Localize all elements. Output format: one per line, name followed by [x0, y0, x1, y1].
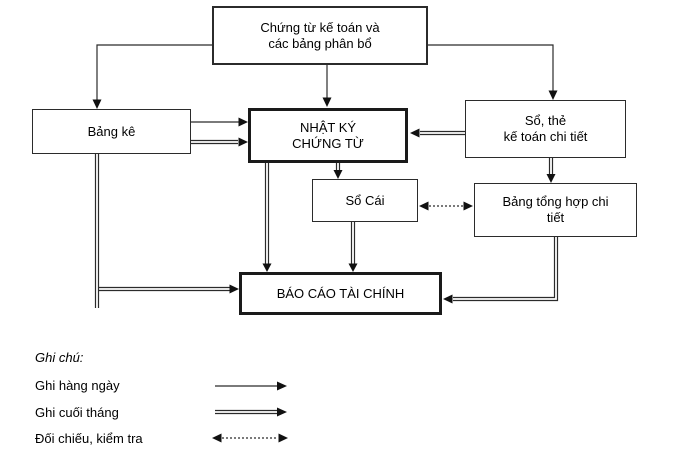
- edge-socai-baocao-monthly: [348, 222, 358, 272]
- node-bao-cao-tai-chinh: BÁO CÁO TÀI CHÍNH: [239, 272, 442, 315]
- edge-chungtu-bangke-daily: [92, 44, 212, 109]
- legend-item-daily: Ghi hàng ngày: [35, 378, 120, 393]
- node-bang-ke: Bảng kê: [32, 109, 191, 154]
- legend-arrow-daily: [215, 381, 287, 391]
- edge-bangke-nhatky-daily: [191, 117, 248, 127]
- edge-chungtu-nhatky-daily: [322, 65, 332, 107]
- edge-bangtonghop-baocao-monthly: [443, 237, 559, 304]
- node-nhat-ky-label: NHẬT KÝ CHỨNG TỪ: [292, 119, 364, 151]
- legend-item-monthly: Ghi cuối tháng: [35, 405, 119, 420]
- node-bang-tong-hop-chi-tiet: Bảng tổng hợp chi tiết: [474, 183, 637, 237]
- edge-chungtu-sothe-daily: [428, 44, 558, 100]
- node-bang-ke-label: Bảng kê: [87, 123, 136, 139]
- node-so-cai-label: Sổ Cái: [345, 192, 385, 208]
- legend-arrow-check: [212, 433, 288, 443]
- node-nhat-ky-chung-tu: NHẬT KÝ CHỨNG TỪ: [248, 108, 408, 163]
- node-chung-tu-label: Chứng từ kế toán và các bảng phân bổ: [260, 19, 380, 51]
- edge-socai-bangtonghop-check: [419, 201, 473, 211]
- edge-bangke-baocao-monthly: [94, 154, 239, 308]
- node-so-the-ke-toan-chi-tiet: Sổ, thẻ kế toán chi tiết: [465, 100, 626, 158]
- legend-title: Ghi chú:: [35, 350, 84, 365]
- node-bang-tong-hop-label: Bảng tổng hợp chi tiết: [502, 194, 609, 225]
- node-bao-cao-label: BÁO CÁO TÀI CHÍNH: [276, 285, 405, 301]
- edge-sothe-bangtonghop-monthly: [546, 158, 556, 183]
- edge-nhatky-socai-monthly: [333, 163, 343, 179]
- node-so-cai: Sổ Cái: [312, 179, 418, 222]
- edge-bangke-nhatky-monthly: [191, 137, 248, 147]
- node-so-the-label: Sổ, thẻ kế toán chi tiết: [503, 113, 588, 144]
- node-chung-tu-ke-toan: Chứng từ kế toán và các bảng phân bổ: [212, 6, 428, 65]
- legend-item-check: Đối chiếu, kiểm tra: [35, 431, 143, 446]
- edge-nhatky-baocao-monthly: [262, 163, 272, 272]
- legend-arrow-monthly: [215, 407, 287, 417]
- edge-sothe-nhatky-monthly: [410, 128, 465, 138]
